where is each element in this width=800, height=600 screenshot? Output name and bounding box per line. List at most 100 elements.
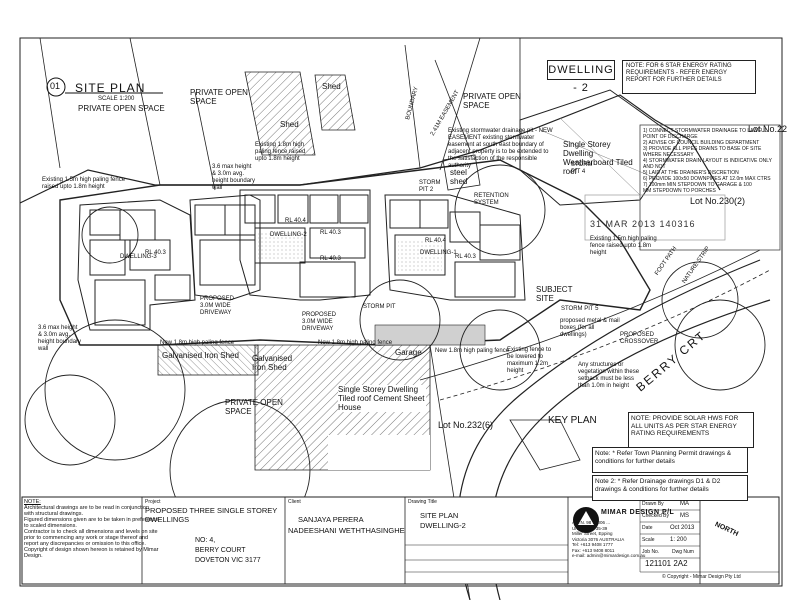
fence-note: New 1.8m high paling fence xyxy=(160,340,235,346)
general-note-line: Contractor is to check all dimensions an… xyxy=(24,529,158,535)
firm-details: A.B.N. 98 ... 006 ... Unit 13, No 35-39 … xyxy=(572,520,646,559)
drawn-by-label: Drawn By xyxy=(642,501,664,507)
stamp-date: 31 MAR 2013 140316 xyxy=(590,219,696,229)
page-title: SITE PLAN xyxy=(75,81,146,95)
drawing-title-label: Drawing Title xyxy=(408,499,437,505)
general-note-line: Design. xyxy=(24,553,43,559)
rl-label: RL 40.3 xyxy=(320,230,341,236)
general-note-line: report any discrepancies or omission to … xyxy=(24,541,146,547)
solar-note: NOTE: PROVIDE SOLAR HWS FOR ALL UNITS AS… xyxy=(628,412,754,448)
client-name: NADEESHANI WETHTHASINGHE xyxy=(288,526,405,535)
general-note-line: Architectural drawings are to be read in… xyxy=(24,505,150,511)
stamp-line: 4) STORMWATER DRAIN LAYOUT IS INDICATIVE… xyxy=(643,158,772,170)
crossover-label: PROPOSED CROSSOVER xyxy=(620,332,659,345)
shed-label: Shed xyxy=(322,82,341,91)
rl-label: RL 40.3 xyxy=(455,254,476,260)
rl-label: RL 40.4 xyxy=(425,238,446,244)
driveway-label: PROPOSED 3.0M WIDE DRIVEWAY xyxy=(200,296,235,316)
firm-name: MIMAR DESIGN P/L xyxy=(601,509,675,516)
drawing-title: SITE PLAN xyxy=(420,511,459,520)
key-plan-label: KEY PLAN xyxy=(548,415,597,426)
stamp-line: 5) LAID AT THE DRAINER'S DISCRETION xyxy=(643,170,739,176)
general-notes-title: NOTE: xyxy=(24,499,41,505)
private-open-space-label: PRIVATE OPEN SPACE xyxy=(225,398,283,416)
driveway-label: PROPOSED 3.0M WIDE DRIVEWAY xyxy=(302,312,337,332)
project-name: PROPOSED THREE SINGLE STOREY DWELLINGS xyxy=(145,506,278,524)
general-note-line: prior to commencing any work or stage th… xyxy=(24,535,149,541)
lot-230-label: Lot No.230(2) xyxy=(690,196,746,206)
lot-232-label: Lot No.232(6) xyxy=(438,420,494,430)
firm-detail-line: e-mail: admin@mimardesign.com.au xyxy=(572,553,646,558)
boundary-wall-note: 3.6 max height & 3.0m avg. height bounda… xyxy=(38,325,82,352)
stamp-line: MM STEPDOWN TO PORCHES xyxy=(643,188,716,194)
fence-note: Existing 1.5m high paling fence raised u… xyxy=(590,236,657,256)
boundary-wall-note: 3.6 max height & 3.0m avg. height bounda… xyxy=(212,164,256,191)
garage-label: Garage xyxy=(395,348,422,357)
fence-note: Existing 1.8m high paling fence raised u… xyxy=(255,142,306,162)
stamp-line: 2) ADVISE OF COUNCIL BUILDING DEPARTMENT xyxy=(643,140,760,146)
general-note-line: Figured dimensions given are to be taken… xyxy=(24,517,159,523)
drainage-note: Note 2: * Refer Drainage drawings D1 & D… xyxy=(592,475,748,501)
firm-detail-line: Fax: +613 9408 8011 xyxy=(572,547,615,553)
project-address: DOVETON VIC 3177 xyxy=(195,557,261,564)
firm-detail-line: Miller Street, Epping xyxy=(572,531,613,536)
retention-system-label: RETENTION SYSTEM xyxy=(474,193,509,206)
rl-label: RL 40.4 xyxy=(285,218,306,224)
checked-by: MS xyxy=(680,513,689,519)
fence-note: New 1.8m high paling fence xyxy=(435,348,510,354)
storm-pit-label: STORM PIT xyxy=(363,304,396,310)
job-number-label: Job No. xyxy=(642,549,660,555)
date-value: Oct 2013 xyxy=(670,525,695,531)
fence-note: New 1.8m high paling fence xyxy=(318,340,393,346)
general-note-line: to scaled dimensions. xyxy=(24,523,77,529)
storm-pit-label: STORM PIT 2 xyxy=(419,180,441,193)
firm-detail-line: Unit 13, No 35-39 xyxy=(572,525,608,531)
drawing-title: DWELLING-2 xyxy=(420,521,466,530)
firm-detail-line: A.B.N. 98 ... 006 ... xyxy=(572,520,611,525)
dwelling-footprints xyxy=(77,189,526,331)
neighbour-dwelling-label: Single Storey Dwelling Weatherboard Tile… xyxy=(563,140,633,176)
fence-note: Existing 1.5m high paling fence raised u… xyxy=(42,177,126,190)
private-open-space-label: PRIVATE OPEN SPACE xyxy=(78,104,165,113)
general-note-line: Copyright of design shown hereon is reta… xyxy=(24,547,159,553)
private-open-space-label: PRIVATE OPEN SPACE xyxy=(463,92,521,110)
galvanised-shed-label: Galvanised Iron Shed xyxy=(252,354,293,372)
project-label: Project xyxy=(145,499,161,505)
drawn-by: MA xyxy=(680,501,689,507)
mail-boxes-note: proposed metal & mail boxes (for all dwe… xyxy=(560,318,620,338)
energy-rating-note: NOTE: FOR 6 STAR ENERGY RATING REQUIREME… xyxy=(622,60,756,94)
firm-detail-line: Tel: +613 9408 1777 xyxy=(572,542,613,547)
fence-note: Existing fence to be lowered to maximum … xyxy=(507,347,552,374)
drawing-number-label: Dwg Num xyxy=(672,549,694,555)
sheet-scale: SCALE 1:200 xyxy=(98,96,135,102)
drainage-stamp: 1) CONNECT STORMWATER DRAINAGE TO LAWFUL… xyxy=(643,128,779,194)
project-address: NO: 4, xyxy=(195,537,216,544)
project-address: BERRY COURT xyxy=(195,547,246,554)
storm-pit-label: STORM PIT 4 xyxy=(571,162,593,175)
general-note-line: with structural drawings. xyxy=(24,511,83,517)
scale-value: 1: 200 xyxy=(670,537,687,543)
client-name: SANJAYA PERERA xyxy=(298,515,364,524)
shed-label: Shed xyxy=(280,120,299,129)
stamp-line: 7) 100mm MIN STEPDOWN TO GARAGE & 100 xyxy=(643,182,752,188)
subject-site-label: SUBJECT SITE xyxy=(536,285,573,303)
dwelling-tag-box: DWELLING - 2 xyxy=(547,60,615,94)
storm-pit-label: STORM PIT 5 xyxy=(561,306,599,312)
stormwater-easement-note: Existing stormwater drainage pit - NEW E… xyxy=(448,128,553,169)
private-open-space-label: PRIVATE OPEN SPACE xyxy=(190,88,248,106)
job-drawing-number: 121101 2A2 xyxy=(645,559,688,568)
steel-shed-label: steel shed xyxy=(450,168,468,186)
copyright: © Copyright - Mimar Design Pty Ltd xyxy=(662,574,741,580)
stamp-line: 3) PROVIDE ALL PIPES DRAINS TO BASE OF S… xyxy=(643,146,762,158)
checked-by-label: Checked By xyxy=(642,513,669,519)
site-plan-title-box xyxy=(46,77,163,97)
setback-structures-note: Any structures or vegetation within thes… xyxy=(578,362,640,389)
date-label: Date xyxy=(642,525,653,531)
general-notes: NOTE: Architectural drawings are to be r… xyxy=(24,499,159,559)
dwelling-3-label: DWELLING-3 xyxy=(120,254,157,260)
galvanised-shed-label: Galvanised Iron Shed xyxy=(162,351,239,360)
town-planning-note: Note: * Refer Town Planning Permit drawi… xyxy=(592,447,748,473)
firm-detail-line: Victoria 3076 AUSTRALIA xyxy=(572,536,625,542)
stamp-line: 6) PROVIDE 100x50 DOWNPIPES AT 12.0m MAX… xyxy=(643,176,771,182)
